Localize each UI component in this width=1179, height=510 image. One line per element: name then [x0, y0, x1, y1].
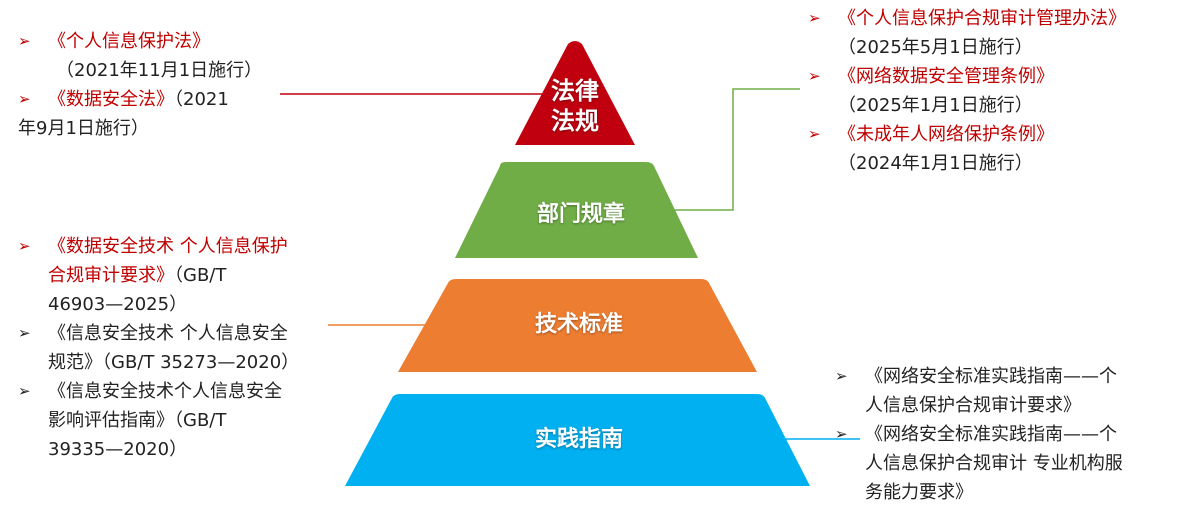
tier-tech-shape	[398, 279, 757, 372]
practice-guide-line1: 《网络安全标准实践指南——个	[865, 366, 1117, 387]
tech-standards-list: ➢ 《数据安全技术 个人信息保护 合规审计要求》（GB/T 46903—2025…	[18, 232, 318, 464]
law-date-part1: （2021	[174, 89, 229, 110]
practice-guide-line2: 人信息保护合规审计 专业机构服	[865, 453, 1123, 474]
tech-standard-line2a: 合规审计要求》	[48, 265, 174, 286]
bullet-arrow-icon: ➢	[18, 237, 31, 255]
tech-standard-line2: 规范》（GB/T 35273—2020）	[48, 352, 300, 373]
tier-law-label-line1: 法律	[551, 77, 599, 105]
tech-standard-line2b: （GB/T	[174, 265, 227, 286]
bullet-arrow-icon: ➢	[808, 125, 821, 143]
dept-rule-item: ➢ 《个人信息保护合规审计管理办法》 （2025年5月1日施行）	[808, 4, 1168, 62]
tier-dept-label: 部门规章	[536, 202, 625, 227]
tech-standard-item: ➢ 《数据安全技术 个人信息保护	[18, 232, 318, 261]
dept-rule-date: （2025年1月1日施行）	[838, 95, 1033, 116]
tech-standard-line1: 《信息安全技术个人信息安全	[48, 381, 282, 402]
bullet-arrow-icon: ➢	[18, 382, 31, 400]
tech-standard-item: ➢ 《信息安全技术 个人信息安全 规范》（GB/T 35273—2020）	[18, 319, 318, 377]
law-title: 《个人信息保护法》	[48, 31, 210, 52]
law-item: ➢ 《数据安全法》（2021	[18, 85, 278, 114]
tech-standard-line1: 《数据安全技术 个人信息保护	[48, 236, 288, 257]
bullet-arrow-icon: ➢	[18, 32, 31, 50]
practice-guides-list: ➢ 《网络安全标准实践指南——个 人信息保护合规审计要求》 ➢ 《网络安全标准实…	[835, 362, 1175, 507]
dept-rules-list: ➢ 《个人信息保护合规审计管理办法》 （2025年5月1日施行） ➢ 《网络数据…	[808, 4, 1168, 178]
tech-standard-line3: 39335—2020）	[48, 439, 188, 460]
dept-rule-date: （2024年1月1日施行）	[838, 153, 1033, 174]
law-title: 《数据安全法》	[48, 89, 174, 110]
practice-guide-item: ➢ 《网络安全标准实践指南——个 人信息保护合规审计要求》	[835, 362, 1175, 420]
dept-rule-title: 《未成年人网络保护条例》	[838, 124, 1054, 145]
bullet-arrow-icon: ➢	[808, 67, 821, 85]
law-date: （2021年11月1日施行）	[56, 60, 263, 81]
dept-rule-item: ➢ 《未成年人网络保护条例》 （2024年1月1日施行）	[808, 120, 1168, 178]
bullet-arrow-icon: ➢	[835, 367, 848, 385]
connector-dept	[674, 88, 800, 211]
dept-rule-title: 《网络数据安全管理条例》	[838, 66, 1054, 87]
law-date-part2: 年9月1日施行）	[18, 118, 149, 139]
bullet-arrow-icon: ➢	[835, 425, 848, 443]
tier-practice-shape	[345, 394, 810, 486]
practice-guide-line1: 《网络安全标准实践指南——个	[865, 424, 1117, 445]
tier-law-shape	[515, 41, 635, 145]
tier-practice-label: 实践指南	[534, 427, 623, 452]
bullet-arrow-icon: ➢	[18, 324, 31, 342]
tech-standard-item: ➢ 《信息安全技术个人信息安全 影响评估指南》（GB/T 39335—2020）	[18, 377, 318, 464]
tier-dept-shape	[455, 162, 698, 258]
dept-rule-date: （2025年5月1日施行）	[838, 37, 1033, 58]
laws-list: ➢ 《个人信息保护法》 （2021年11月1日施行） ➢ 《数据安全法》（202…	[18, 27, 278, 143]
bullet-arrow-icon: ➢	[18, 90, 31, 108]
dept-rule-item: ➢ 《网络数据安全管理条例》 （2025年1月1日施行）	[808, 62, 1168, 120]
tier-law-label-line2: 法规	[551, 107, 599, 135]
tier-law-label: 法律 法规	[535, 76, 615, 136]
practice-guide-line3: 务能力要求》	[865, 482, 973, 503]
tech-standard-line1: 《信息安全技术 个人信息安全	[48, 323, 288, 344]
tier-tech-label: 技术标准	[534, 312, 623, 337]
tech-standard-line2: 影响评估指南》（GB/T	[48, 410, 227, 431]
dept-rule-title: 《个人信息保护合规审计管理办法》	[838, 8, 1126, 29]
tech-standard-line3: 46903—2025）	[48, 294, 188, 315]
law-item: ➢ 《个人信息保护法》 （2021年11月1日施行）	[18, 27, 278, 85]
practice-guide-item: ➢ 《网络安全标准实践指南——个 人信息保护合规审计 专业机构服 务能力要求》	[835, 420, 1175, 507]
bullet-arrow-icon: ➢	[808, 9, 821, 27]
practice-guide-line2: 人信息保护合规审计要求》	[865, 395, 1081, 416]
